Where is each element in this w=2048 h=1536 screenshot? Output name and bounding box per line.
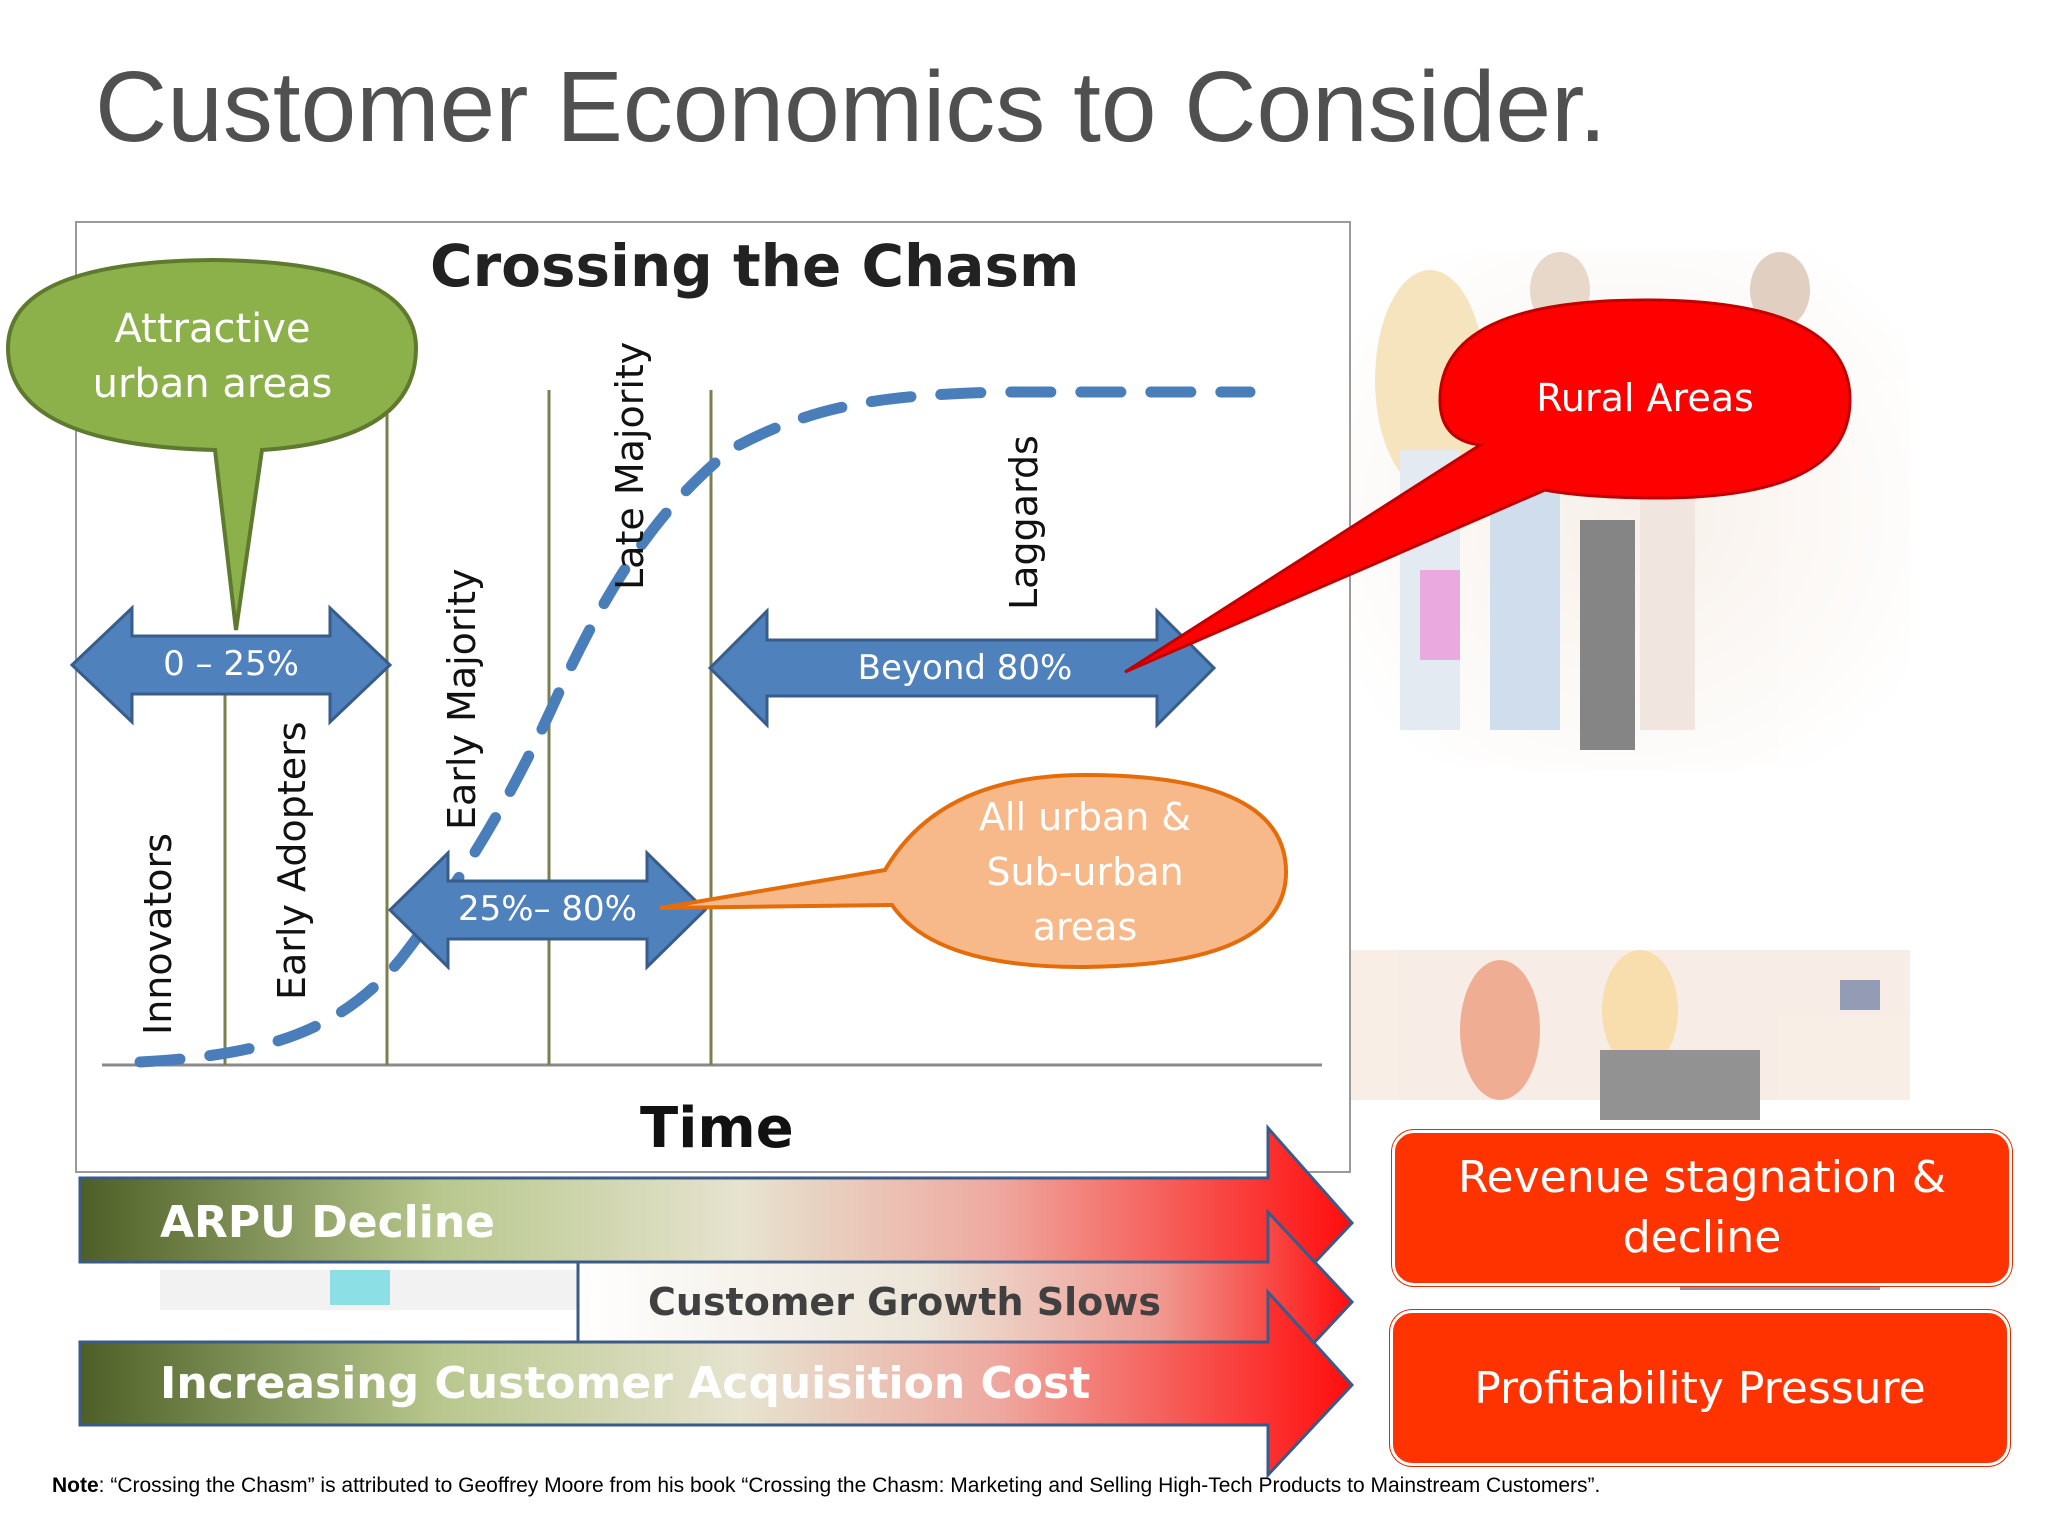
arrow-beyond-80 — [707, 607, 1217, 729]
callout-urban-line2: Sub-urban — [986, 850, 1184, 894]
arrow-label-0-25: 0 – 25% — [163, 644, 299, 684]
slide-title: Customer Economics to Consider. — [95, 51, 1607, 163]
result-revenue-line1: Revenue stagnation & — [1457, 1152, 1947, 1203]
segment-label-innovators: Innovators — [136, 833, 180, 1035]
bar-label-arpu: ARPU Decline — [160, 1197, 496, 1248]
segment-label-early-majority: Early Majority — [440, 568, 484, 831]
segment-label-early-adopters: Early Adopters — [270, 721, 314, 1000]
segment-label-laggards: Laggards — [1002, 435, 1046, 610]
result-profitability-pressure: Profitability Pressure — [1390, 1310, 2010, 1466]
chart-title: Crossing the Chasm — [430, 232, 1080, 300]
arrow-label-beyond-80: Beyond 80% — [857, 648, 1073, 688]
result-revenue-stagnation: Revenue stagnation & decline — [1392, 1130, 2012, 1286]
segment-label-late-majority: Late Majority — [608, 341, 652, 590]
footnote: Note: “Crossing the Chasm” is attributed… — [52, 1474, 1600, 1498]
callout-attractive-text: Attractive urban areas — [60, 302, 365, 412]
result-revenue-line2: decline — [1622, 1212, 1782, 1263]
callout-rural-areas — [1124, 298, 1852, 674]
callout-urban-line1: All urban & — [978, 795, 1192, 839]
callout-urban-suburban — [659, 772, 1289, 970]
footnote-text: : “Crossing the Chasm” is attributed to … — [98, 1474, 1601, 1497]
arrow-25-80 — [387, 849, 708, 971]
callout-urban-line3: areas — [1032, 905, 1138, 949]
callout-attractive-urban — [5, 257, 419, 631]
callout-rural-text: Rural Areas — [1536, 376, 1754, 420]
arrow-label-25-80: 25%– 80% — [458, 889, 637, 929]
arrow-0-25 — [69, 604, 393, 726]
bar-label-cac: Increasing Customer Acquisition Cost — [160, 1358, 1091, 1409]
callout-attractive-line1: Attractive — [114, 306, 311, 352]
bar-acquisition-cost — [78, 1288, 1355, 1479]
adoption-curve — [134, 386, 1256, 1068]
callout-urban-text: All urban & Sub-urban areas — [945, 790, 1225, 955]
segment-dividers — [223, 390, 713, 1065]
callout-attractive-line2: urban areas — [92, 361, 333, 407]
x-axis-label: Time — [640, 1096, 794, 1161]
bar-label-growth: Customer Growth Slows — [648, 1280, 1161, 1324]
footnote-label: Note — [52, 1474, 99, 1497]
